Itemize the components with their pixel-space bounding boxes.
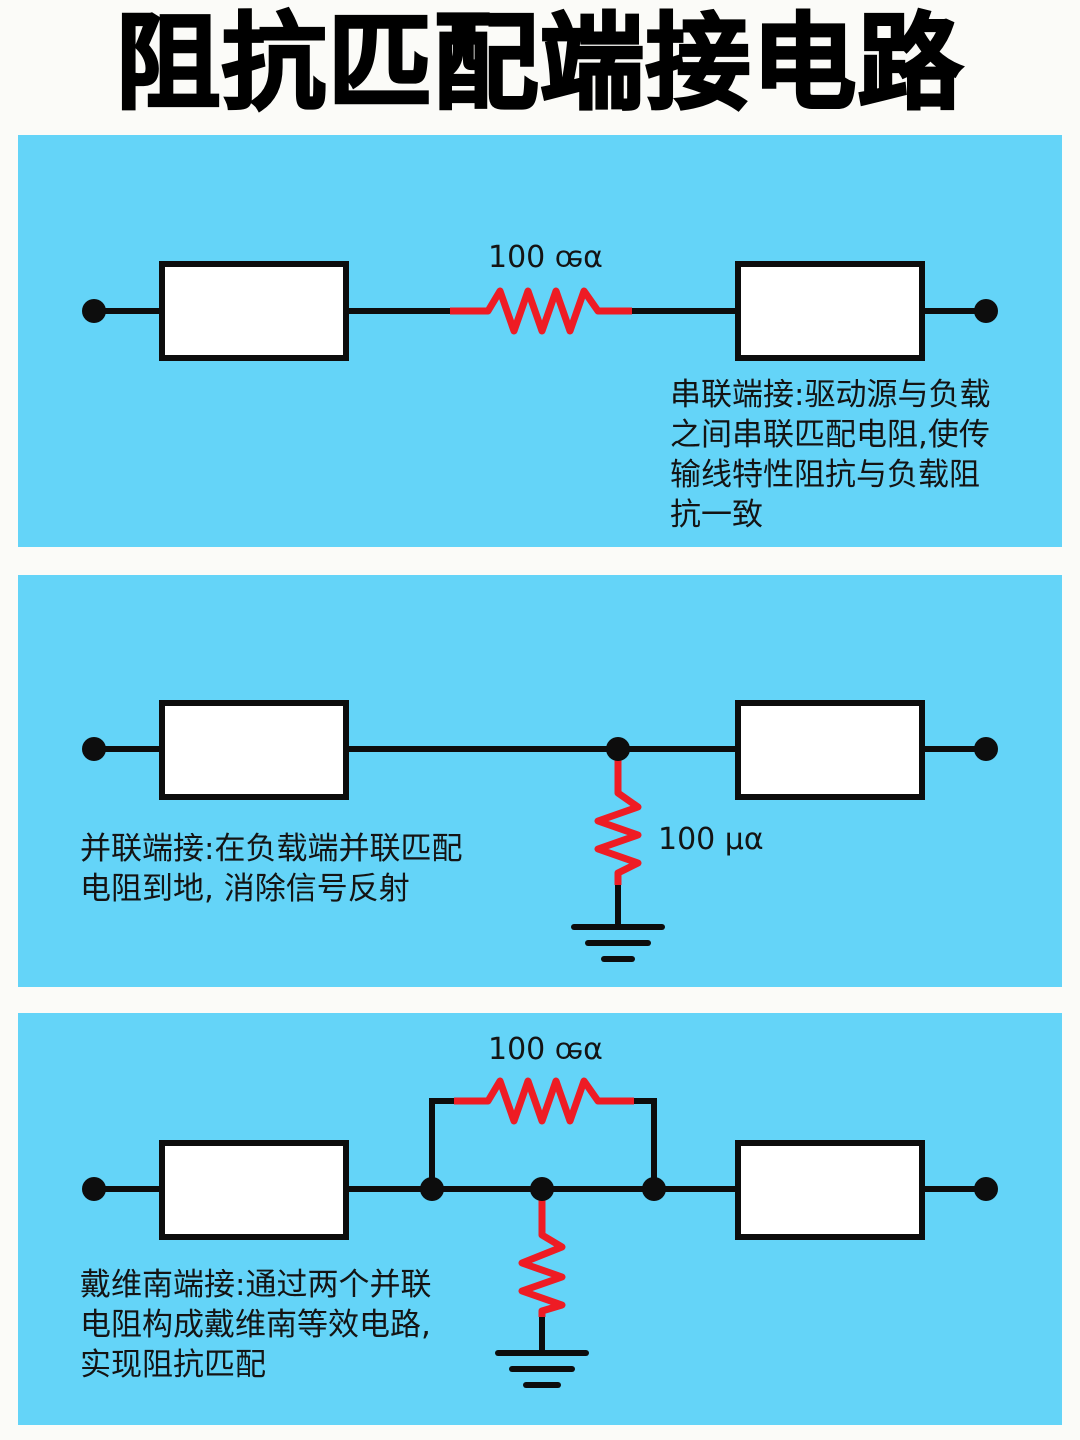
series-description: 串联端接:驱动源与负载 之间串联匹配电阻,使传 输线特性阻抗与负载阻 抗一致 [670,375,1050,535]
description-line: 串联端接:驱动源与负载 [670,377,991,413]
input-terminal [82,1177,106,1201]
shunt-resistor [518,1189,566,1317]
resistor-value-label: 100 ꭀα [488,240,603,275]
description-line: 戴维南端接:通过两个并联 [80,1267,432,1303]
parallel-termination-panel: 100 μα 并联端接:在负载端并联匹配 电阻到地, 消除信号反射 [18,575,1062,987]
thevenin-termination-panel: 100 ꭀα 戴维南端接:通过两个并联 电阻构成戴维南等效电路, 实现阻抗匹配 [18,1013,1062,1425]
input-terminal [82,299,106,323]
thevenin-circuit-diagram: 100 ꭀα [82,1032,998,1388]
source-block [159,1140,349,1240]
page-title: 阻抗匹配端接电路 [114,2,964,124]
load-block [735,261,925,361]
description-line: 电阻到地, 消除信号反射 [80,871,410,907]
output-terminal [974,299,998,323]
series-resistor [450,287,632,335]
junction-node-center [530,1177,554,1201]
load-block [735,700,925,800]
description-line: 并联端接:在负载端并联匹配 [80,831,463,867]
shunt-resistor [594,749,642,885]
junction-node-left [420,1177,444,1201]
parallel-circuit-diagram: 100 μα [82,700,998,962]
thevenin-description: 戴维南端接:通过两个并联 电阻构成戴维南等效电路, 实现阻抗匹配 [80,1265,480,1385]
output-terminal [974,1177,998,1201]
source-block [159,261,349,361]
bridge-resistor [454,1077,634,1125]
input-terminal [82,737,106,761]
series-termination-panel: 100 ꭀα 串联端接:驱动源与负载 之间串联匹配电阻,使传 输线特性阻抗与负载… [18,135,1062,547]
description-line: 之间串联匹配电阻,使传 [670,417,990,453]
junction-node-right [642,1177,666,1201]
bridge-wire-left [429,1098,457,1192]
series-circuit-diagram: 100 ꭀα [82,240,998,361]
description-line: 电阻构成戴维南等效电路, [80,1307,431,1343]
load-block [735,1140,925,1240]
description-line: 实现阻抗匹配 [80,1347,266,1383]
resistor-value-label: 100 μα [658,822,764,857]
description-line: 抗一致 [670,497,763,533]
junction-node [606,737,630,761]
resistor-value-label: 100 ꭀα [488,1032,603,1067]
source-block [159,700,349,800]
output-terminal [974,737,998,761]
description-line: 输线特性阻抗与负载阻 [670,457,980,493]
parallel-description: 并联端接:在负载端并联匹配 电阻到地, 消除信号反射 [80,829,500,909]
bridge-wire-right [631,1098,657,1192]
